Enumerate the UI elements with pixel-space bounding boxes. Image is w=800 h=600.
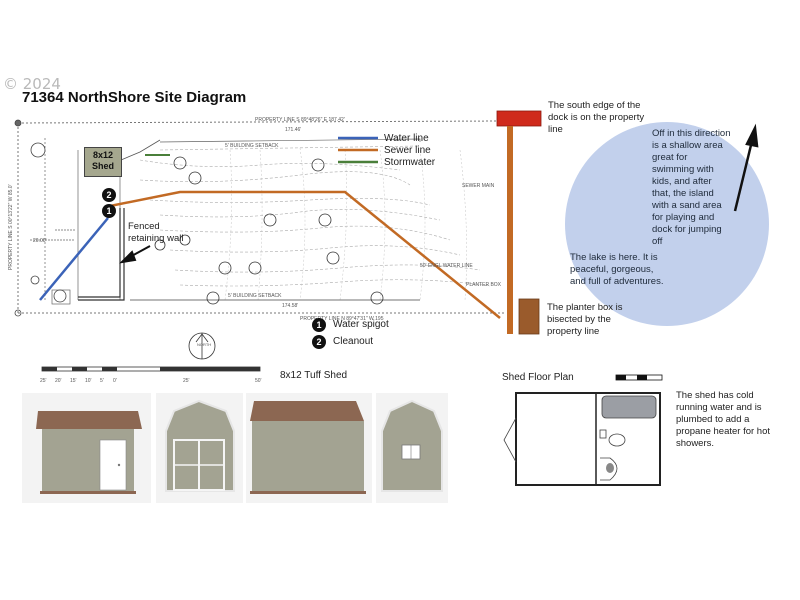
legend-swatches xyxy=(338,136,378,164)
planter-note: The planter box is bisected by the prope… xyxy=(547,302,623,337)
property-line-top-label: PROPERTY LINE S 89°48'26" E 187.42' xyxy=(255,117,345,123)
trees xyxy=(154,156,384,305)
watermark: © 2024 xyxy=(3,75,61,93)
scale-bar xyxy=(41,366,261,372)
legend-water-spigot: Water spigot xyxy=(333,319,389,330)
shed-floor-plan xyxy=(500,388,665,492)
shed-connector xyxy=(120,139,161,161)
north-label: NORTH xyxy=(197,342,212,347)
property-boundary xyxy=(17,120,505,314)
legend-marker-1: 1 xyxy=(312,318,326,332)
legend-sewer-line: Sewer line xyxy=(384,145,431,156)
direction-arrow xyxy=(733,123,759,212)
building-setback-top-label: 5' BUILDING SETBACK xyxy=(225,143,279,149)
legend-marker-2: 2 xyxy=(312,335,326,349)
page-title: 71364 NorthShore Site Diagram xyxy=(22,89,247,106)
shed-elevation-front xyxy=(22,393,151,503)
marker-spigot-on-plan: 1 xyxy=(102,204,116,218)
retaining-wall xyxy=(78,208,125,301)
dist-left-label: 20.00' xyxy=(33,238,47,244)
shed-elevation-gable-window xyxy=(376,393,448,503)
water-line xyxy=(39,217,109,301)
lake xyxy=(565,122,769,326)
scale-tick-0: 25' xyxy=(40,378,47,384)
scale-tick-6: 25' xyxy=(183,378,190,384)
legend-cleanout: Cleanout xyxy=(333,336,374,347)
contour-lines-vertical xyxy=(224,147,467,301)
water-line-label: 50' ENGL WATER LINE xyxy=(420,263,473,269)
scale-tick-3: 10' xyxy=(85,378,92,384)
scale-tick-4: 5' xyxy=(100,378,104,384)
tuff-shed-title: 8x12 Tuff Shed xyxy=(280,370,348,381)
shed-box-label: 8x12 Shed xyxy=(91,150,114,171)
scale-tick-2: 15' xyxy=(70,378,77,384)
setback-line-top xyxy=(159,138,421,143)
contour-lines xyxy=(139,145,491,287)
lake-note: The lake is here. It is peaceful, gorgeo… xyxy=(570,252,664,287)
scale-tick-5: 0' xyxy=(113,378,117,384)
dock xyxy=(496,110,542,127)
dist-top-label: 171.46' xyxy=(285,127,302,133)
planter-box-label: PLANTER BOX xyxy=(466,282,502,288)
property-line-left-label: PROPERTY LINE S 00°13'22" W 85.0' xyxy=(8,184,14,270)
floor-plan-title: Shed Floor Plan xyxy=(502,372,574,383)
marker-cleanout-on-plan: 2 xyxy=(102,188,116,202)
sewer-line xyxy=(109,190,501,319)
legend-water-line: Water line xyxy=(384,133,429,144)
fenced-wall-arrow xyxy=(119,245,151,264)
sewer-main-label: SEWER MAIN xyxy=(462,183,495,189)
dist-bottom-label: 174.58' xyxy=(282,303,299,309)
floor-plan-scale xyxy=(615,374,663,381)
property-line-bottom-label: PROPERTY LINE N 89°47'31" W 195 xyxy=(300,316,384,322)
legend-stormwater: Stormwater xyxy=(384,157,436,168)
building-setback-bottom-label: 5' BUILDING SETBACK xyxy=(228,293,282,299)
dock-edge-note: The south edge of the dock is on the pro… xyxy=(548,100,645,135)
dock-walkway xyxy=(507,126,513,334)
scale-tick-1: 20' xyxy=(55,378,62,384)
fenced-wall-note: Fenced retaining wall xyxy=(128,221,184,244)
shed-box: 8x12 Shed xyxy=(84,147,122,177)
corner-markers xyxy=(14,119,67,317)
shed-note: The shed has cold running water and is p… xyxy=(676,390,771,449)
shed-elevation-side xyxy=(246,393,372,503)
direction-note: Off in this direction is a shallow area … xyxy=(652,128,731,247)
planter-box xyxy=(518,298,540,335)
scale-tick-7: 50' xyxy=(255,378,262,384)
north-arrow xyxy=(188,332,216,360)
shed-elevation-gable-doors xyxy=(156,393,243,503)
